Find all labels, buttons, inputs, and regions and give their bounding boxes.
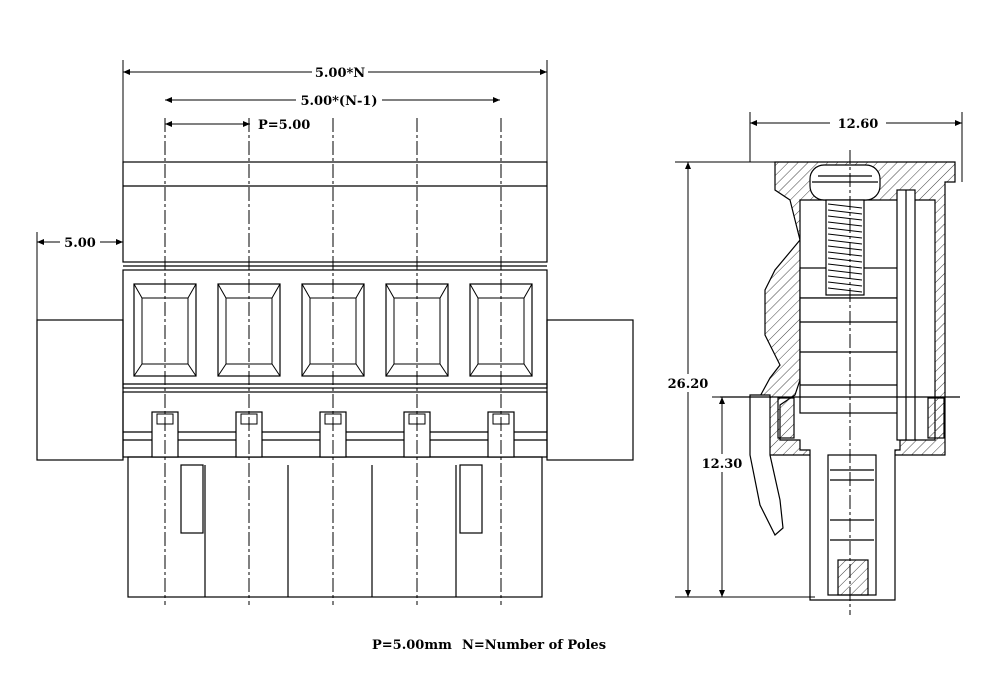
guide-slot-right <box>459 464 483 534</box>
latch-hook <box>749 394 784 536</box>
thread-line <box>827 239 863 245</box>
front-dimensions <box>36 60 548 320</box>
thread-line <box>827 245 863 251</box>
lower-slots <box>180 464 483 597</box>
caption-poles: N=Number of Poles <box>462 638 606 653</box>
left-flange <box>36 319 124 461</box>
thread-line <box>827 221 863 227</box>
window-band <box>122 269 548 389</box>
dim-offset: 5.00 <box>64 236 96 251</box>
front-view <box>36 161 634 598</box>
dim-span: 5.00*(N-1) <box>300 94 377 109</box>
thread-line <box>827 227 863 233</box>
body-top <box>122 161 548 263</box>
thread-line <box>827 209 863 215</box>
poles-group <box>133 118 533 605</box>
dim-total-width: 5.00*N <box>315 66 365 81</box>
right-flange <box>546 319 634 461</box>
thread-line <box>827 275 863 281</box>
thread-line <box>827 263 863 269</box>
thread-line <box>827 257 863 263</box>
thread-line <box>827 251 863 257</box>
body-bottom <box>127 456 543 598</box>
dim-total-height: 26.20 <box>668 377 709 392</box>
thread-line <box>827 215 863 221</box>
thread-line <box>827 233 863 239</box>
side-view <box>720 161 960 601</box>
thread-line <box>827 269 863 275</box>
dim-side-width: 12.60 <box>838 117 879 132</box>
caption-pitch: P=5.00mm <box>372 638 452 653</box>
guide-slot-left <box>180 464 204 534</box>
dim-pitch: P=5.00 <box>258 118 310 133</box>
thread-line <box>827 281 863 287</box>
thread-line <box>827 203 863 209</box>
thread-line <box>827 287 863 293</box>
dim-lower-height: 12.30 <box>702 457 743 472</box>
